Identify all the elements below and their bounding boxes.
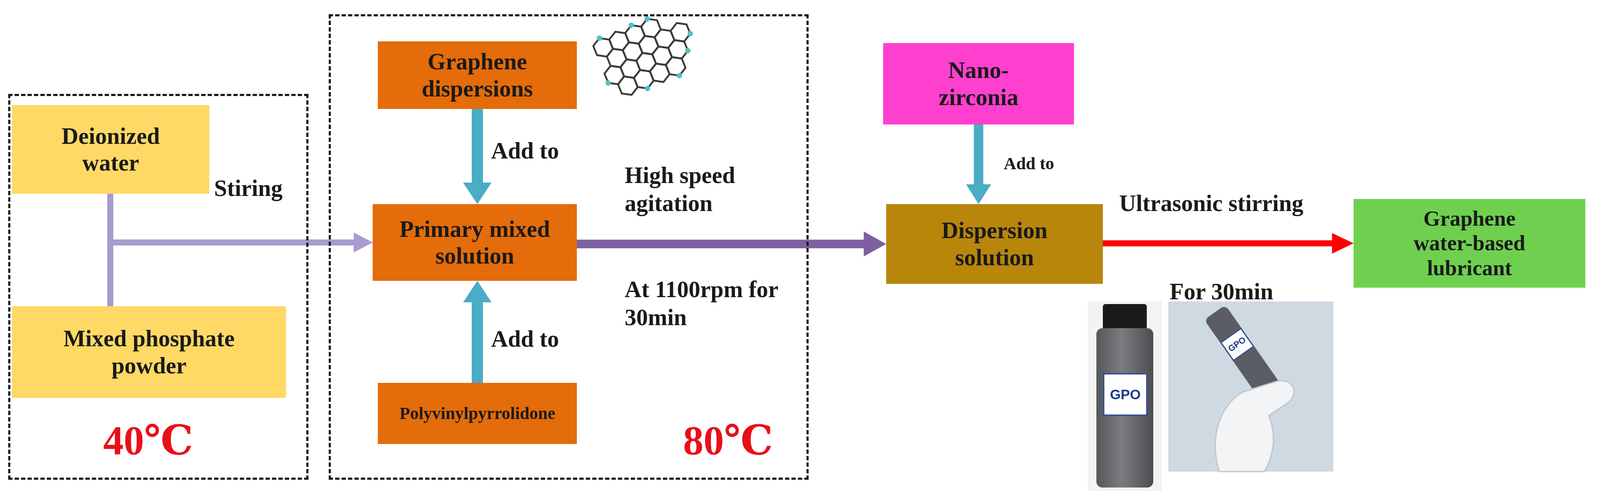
hexagon-ring xyxy=(616,73,640,99)
edge-atom xyxy=(675,71,683,79)
flow-arrow xyxy=(1102,233,1354,254)
box-label: Graphene dispersions xyxy=(408,48,547,102)
hexagon-ring xyxy=(631,66,656,92)
edge-label: Add to xyxy=(1003,153,1055,175)
arrow-head xyxy=(353,232,373,253)
hexagon-ring xyxy=(591,34,615,60)
graphene-lattice xyxy=(588,2,707,106)
box-label: Primary mixed solution xyxy=(388,215,561,270)
material-box: Deionized water xyxy=(12,105,210,194)
flow-arrow xyxy=(463,280,492,383)
hexagon-ring xyxy=(647,60,672,86)
process-box: Primary mixed solution xyxy=(372,204,577,281)
additive-box: Polyvinylpyrrolidone xyxy=(377,382,577,445)
arrow-shaft xyxy=(110,242,355,307)
arrow-shaft xyxy=(471,301,483,383)
box-label: Deionized water xyxy=(41,122,180,177)
bottle-body xyxy=(1096,328,1154,488)
box-label: Graphene water-based lubricant xyxy=(1400,206,1539,281)
hexagon-ring xyxy=(663,53,688,79)
arrow-head xyxy=(353,232,373,253)
additive-box: Graphene dispersions xyxy=(377,41,577,109)
temperature-label: 40℃ xyxy=(103,417,194,465)
edge-atom xyxy=(684,47,692,55)
edge-atom xyxy=(644,84,651,92)
arrow-head xyxy=(463,182,492,205)
edge-label: Add to xyxy=(491,136,560,165)
temperature-label: 80℃ xyxy=(683,417,774,465)
edge-atom xyxy=(604,79,612,87)
box-label: Mixed phosphate powder xyxy=(49,325,249,379)
gloved-hand xyxy=(1215,380,1295,472)
edge-label: Add to xyxy=(491,325,560,354)
edge-atom xyxy=(627,21,635,29)
product-box: Graphene water-based lubricant xyxy=(1353,199,1586,288)
arrow-head xyxy=(863,231,887,257)
edge-atom xyxy=(686,30,694,38)
edge-atom xyxy=(595,34,603,42)
hexagon-ring xyxy=(602,62,626,88)
arrow-shaft xyxy=(974,124,984,186)
additive-box: Nano-zirconia xyxy=(883,43,1074,125)
box-label: Polyvinylpyrrolidone xyxy=(399,403,556,424)
box-label: Nano-zirconia xyxy=(924,56,1033,111)
photo-background xyxy=(1087,301,1162,492)
process-condition: For 30min xyxy=(1169,277,1274,306)
arrow-shaft xyxy=(576,239,865,249)
material-box: Mixed phosphate powder xyxy=(12,306,287,399)
flow-arrow xyxy=(576,231,887,257)
process-box: Dispersion solution xyxy=(886,204,1103,284)
flow-arrow xyxy=(463,108,492,205)
arrow-head xyxy=(966,184,992,205)
bottle-photo xyxy=(1087,301,1162,492)
bottle-label xyxy=(1103,373,1147,416)
arrow-head xyxy=(463,280,492,303)
edge-atom xyxy=(643,15,651,23)
arrow-head xyxy=(1332,233,1354,254)
process-condition: At 1100rpm for 30min xyxy=(624,275,815,332)
photo-background xyxy=(1168,301,1334,472)
hand-photo xyxy=(1168,301,1334,472)
edge-label: Ultrasonic stirring xyxy=(1119,189,1304,218)
edge-label: Stiring xyxy=(214,174,283,203)
arrow-shaft xyxy=(471,108,483,184)
edge-label: High speed agitation xyxy=(624,161,780,218)
flow-arrow xyxy=(966,124,992,205)
box-label: Dispersion solution xyxy=(925,217,1064,271)
arrow-shaft xyxy=(1102,240,1333,247)
stage-group: 80℃ Graphene dispersionsPrimary mixed sol… xyxy=(328,14,809,480)
bottle-tag: GPO xyxy=(1109,386,1141,403)
flow-arrow xyxy=(110,232,373,307)
bottle-cap xyxy=(1102,304,1147,330)
vial-label xyxy=(1221,328,1254,361)
stage-group: 40℃ Deionized waterMixed phosphate powder xyxy=(8,93,309,480)
